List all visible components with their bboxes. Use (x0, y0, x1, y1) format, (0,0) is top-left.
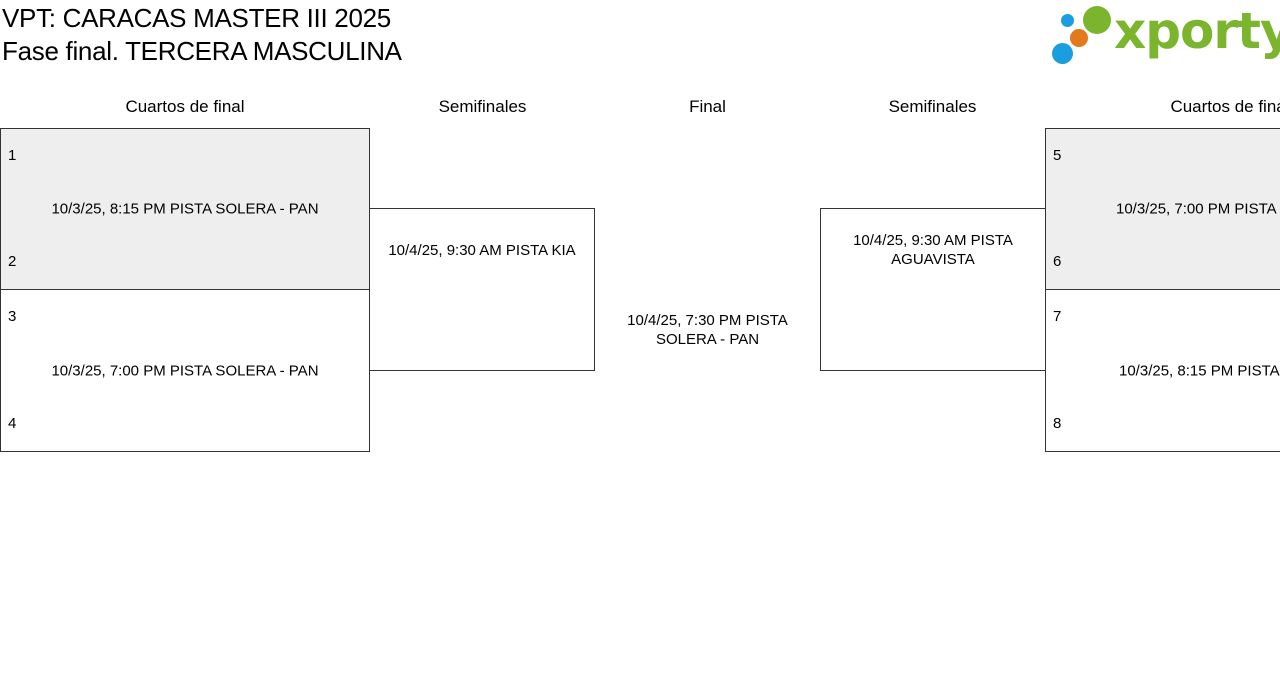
match-schedule: 10/3/25, 8:15 PM PISTA (1119, 362, 1280, 379)
logo-wordmark: xporty (1114, 2, 1280, 60)
match-schedule: 10/3/25, 7:00 PM PISTA SOLERA - PAN (51, 362, 319, 379)
xporty-logo: xporty (1050, 4, 1280, 68)
seed-number: 6 (1053, 253, 1062, 270)
match-schedule: 10/4/25, 9:30 AM PISTA KIA (388, 242, 576, 259)
page-subtitle: Fase final. TERCERA MASCULINA (2, 36, 402, 66)
match-quarterfinal-1[interactable]: 1 10/3/25, 8:15 PM PISTA SOLERA - PAN 2 (0, 128, 370, 290)
seed-number: 4 (8, 415, 17, 432)
round-header-left-semis: Semifinales (438, 97, 527, 116)
logo-dot-blue-small (1061, 14, 1074, 27)
logo-dot-orange (1070, 29, 1088, 47)
round-header-final: Final (689, 97, 726, 116)
match-quarterfinal-2[interactable]: 3 10/3/25, 7:00 PM PISTA SOLERA - PAN 4 (0, 289, 370, 452)
match-semifinal-right[interactable]: 10/4/25, 9:30 AM PISTA AGUAVISTA (820, 208, 1046, 371)
seed-number: 3 (8, 308, 17, 325)
match-quarterfinal-4[interactable]: 7 10/3/25, 8:15 PM PISTA 8 (1045, 289, 1280, 452)
match-schedule: 10/3/25, 7:00 PM PISTA (1116, 200, 1277, 218)
round-header-right-quarters: Cuartos de final (1170, 97, 1280, 116)
round-header-right-semis: Semifinales (888, 97, 977, 116)
logo-dot-blue-large (1052, 43, 1073, 64)
page-title: VPT: CARACAS MASTER III 2025 (2, 3, 391, 33)
seed-number: 5 (1053, 147, 1062, 164)
match-semifinal-left[interactable]: 10/4/25, 9:30 AM PISTA KIA (369, 208, 595, 371)
seed-number: 1 (8, 147, 17, 164)
match-final[interactable]: 10/4/25, 7:30 PM PISTA SOLERA - PAN (627, 312, 788, 348)
match-schedule: 10/3/25, 8:15 PM PISTA SOLERA - PAN (51, 200, 319, 218)
seed-number: 8 (1053, 415, 1062, 432)
seed-number: 2 (8, 253, 17, 270)
seed-number: 7 (1053, 308, 1062, 325)
logo-dot-green (1083, 6, 1111, 34)
match-quarterfinal-3[interactable]: 5 10/3/25, 7:00 PM PISTA 6 (1045, 128, 1280, 290)
round-header-left-quarters: Cuartos de final (125, 97, 245, 116)
match-schedule: 10/4/25, 9:30 AM PISTA AGUAVISTA (853, 232, 1013, 268)
